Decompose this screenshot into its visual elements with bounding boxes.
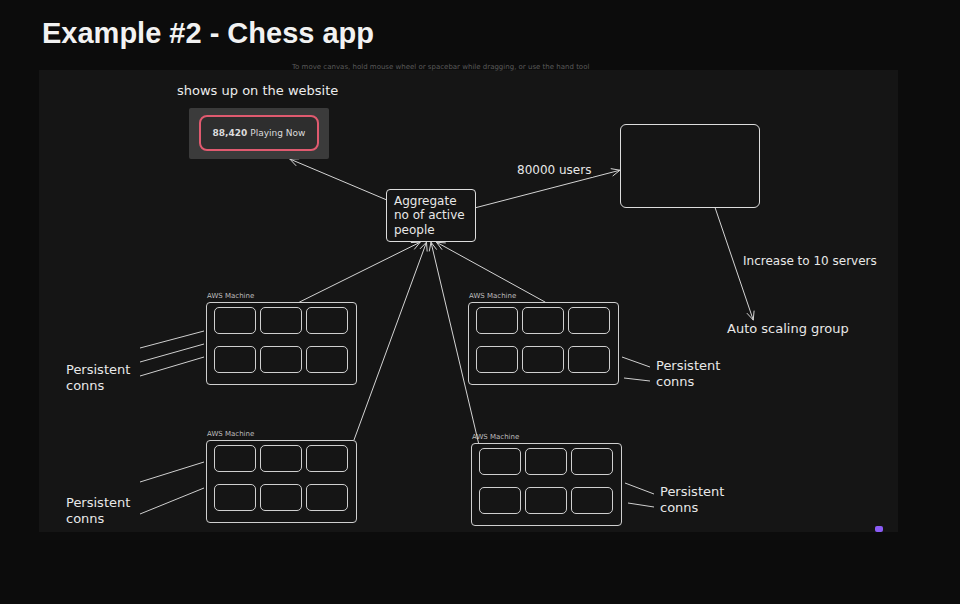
corner-icon — [875, 526, 883, 532]
conn-note: Persistent conns — [656, 358, 736, 389]
player-count-pill: 88,420Playing Now — [199, 115, 319, 151]
player-count: 88,420 — [213, 128, 248, 138]
arrow-connector — [436, 242, 545, 302]
edge-label: 80000 users — [515, 163, 593, 177]
server-slot — [525, 448, 567, 475]
aws-machine: AWS Machine — [206, 440, 357, 523]
website-widget: shows up on the website88,420Playing Now — [189, 108, 329, 159]
arrow-connector — [290, 159, 386, 200]
conn-note: Persistent conns — [66, 495, 146, 526]
server-slot — [522, 346, 564, 373]
arrow-connector — [300, 242, 421, 302]
machine-tag: AWS Machine — [207, 430, 254, 438]
server-slot — [260, 346, 302, 373]
server-slot — [306, 307, 348, 334]
conn-note: Persistent conns — [660, 484, 740, 515]
scaling-group: Auto scaling group — [726, 320, 850, 337]
player-count-text: Playing Now — [250, 128, 305, 138]
arrow-connector — [354, 242, 427, 440]
leader-line — [622, 357, 650, 367]
node-text: Auto scaling group — [727, 321, 849, 336]
server-slot — [479, 448, 521, 475]
diagram-title: Example #2 - Chess app — [42, 17, 374, 50]
server-slot — [568, 346, 610, 373]
server-slot — [571, 448, 613, 475]
server-slot — [479, 487, 521, 514]
server-slot — [571, 487, 613, 514]
server-slot — [306, 346, 348, 373]
server-slot — [525, 487, 567, 514]
aws-machine: AWS Machine — [468, 302, 619, 385]
server-slot — [568, 307, 610, 334]
leader-line — [140, 462, 204, 482]
leader-line — [140, 344, 204, 362]
server-box — [620, 124, 760, 208]
arrow-connector — [429, 242, 478, 443]
server-slot — [214, 445, 256, 472]
server-slot — [260, 484, 302, 511]
leader-line — [140, 488, 204, 514]
conn-note: Persistent conns — [66, 362, 146, 393]
aggregator-box: Aggregate no of active people — [386, 189, 476, 242]
aws-machine: AWS Machine — [471, 443, 622, 526]
server-slot — [476, 307, 518, 334]
server-slot — [476, 346, 518, 373]
leader-line — [628, 503, 654, 507]
server-slot — [522, 307, 564, 334]
canvas-hint: To move canvas, hold mouse wheel or spac… — [292, 63, 589, 71]
leader-line — [624, 378, 650, 381]
server-slot — [214, 307, 256, 334]
server-slot — [306, 445, 348, 472]
leader-lines — [140, 331, 654, 514]
server-slot — [260, 307, 302, 334]
node-text: Aggregate no of active people — [394, 194, 468, 237]
server-slot — [260, 445, 302, 472]
board-ground — [39, 70, 898, 532]
machine-tag: AWS Machine — [207, 292, 254, 300]
leader-line — [140, 357, 204, 376]
server-slot — [214, 346, 256, 373]
widget-caption: shows up on the website — [177, 83, 338, 98]
machine-tag: AWS Machine — [469, 292, 516, 300]
edge-label: Increase to 10 servers — [741, 254, 879, 268]
server-slot — [306, 484, 348, 511]
leader-line — [625, 483, 654, 494]
machine-tag: AWS Machine — [472, 433, 519, 441]
server-slot — [214, 484, 256, 511]
leader-line — [140, 331, 204, 348]
aws-machine: AWS Machine — [206, 302, 357, 385]
